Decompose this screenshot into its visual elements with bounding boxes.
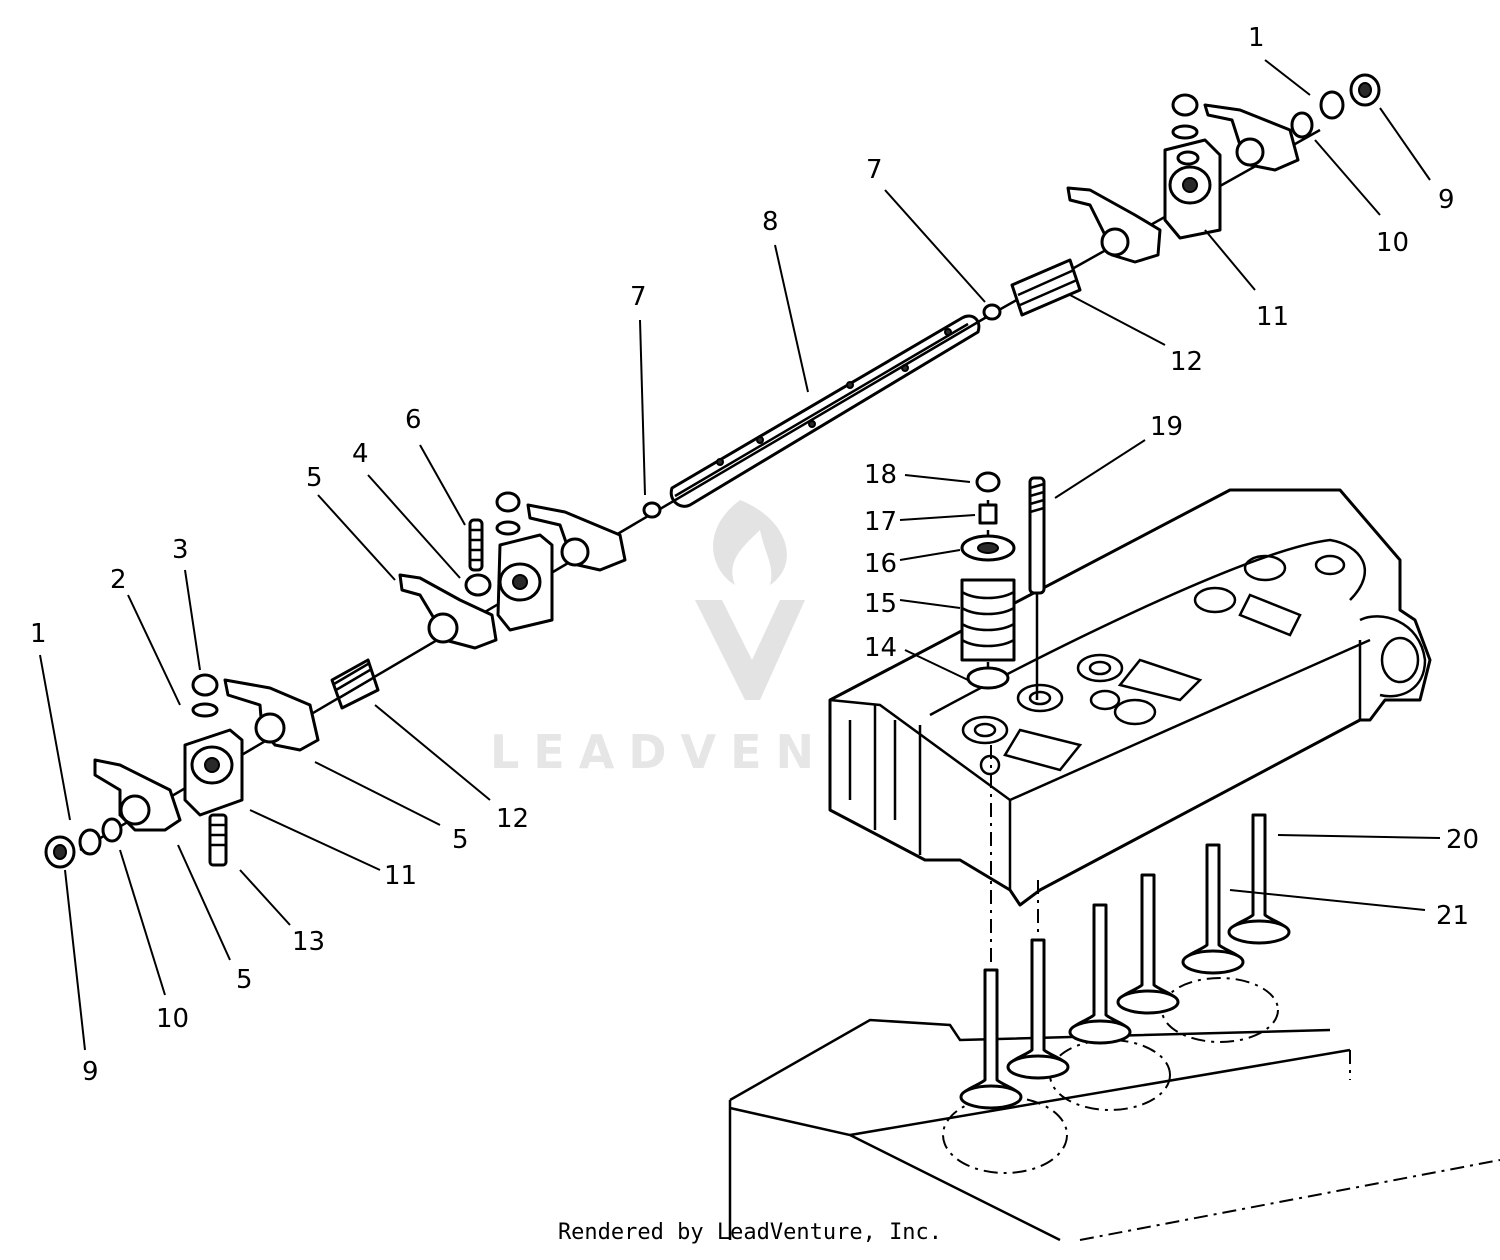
engine-block <box>728 977 1500 1242</box>
callout-7-left: 7 <box>630 282 647 312</box>
valve-6 <box>1227 813 1291 945</box>
callout-5-lower: 5 <box>236 965 253 995</box>
valve-3 <box>1068 903 1132 1045</box>
push-rod <box>1028 476 1046 700</box>
callout-1-left: 1 <box>30 619 47 649</box>
callout-10-left: 10 <box>156 1004 189 1034</box>
valves <box>959 745 1291 1110</box>
callout-5-mid: 5 <box>452 825 469 855</box>
valve-1 <box>959 968 1023 1110</box>
callout-9-right: 9 <box>1438 185 1455 215</box>
cylinder-head <box>828 488 1432 907</box>
callout-11-left: 11 <box>384 861 417 891</box>
callout-5-upper: 5 <box>306 463 323 493</box>
callout-11-right: 11 <box>1256 302 1289 332</box>
callouts: 1 2 3 4 5 5 5 6 7 7 8 9 9 10 10 11 11 12… <box>30 23 1479 1087</box>
callout-12-left: 12 <box>496 804 529 834</box>
callout-18: 18 <box>864 460 897 490</box>
callout-8: 8 <box>762 207 779 237</box>
valve-2 <box>1006 938 1070 1080</box>
callout-15: 15 <box>864 589 897 619</box>
valve-5 <box>1181 843 1245 975</box>
callout-3: 3 <box>172 535 189 565</box>
callout-1-right: 1 <box>1248 23 1265 53</box>
callout-2: 2 <box>110 565 127 595</box>
callout-14: 14 <box>864 633 897 663</box>
valve-4 <box>1116 873 1180 1015</box>
callout-17: 17 <box>864 507 897 537</box>
callout-6: 6 <box>405 405 422 435</box>
callout-12-right: 12 <box>1170 347 1203 377</box>
left-rocker-assembly <box>44 491 627 869</box>
callout-4: 4 <box>352 439 369 469</box>
right-rocker-assembly <box>1066 73 1381 264</box>
callout-9-left: 9 <box>82 1057 99 1087</box>
callout-16: 16 <box>864 549 897 579</box>
callout-20: 20 <box>1446 825 1479 855</box>
shaft-plugs <box>642 303 1002 519</box>
callout-7-right: 7 <box>866 155 883 185</box>
callout-19: 19 <box>1150 412 1183 442</box>
leader-lines <box>39 59 1441 1051</box>
valve-spring-stack <box>960 471 1016 690</box>
callout-13: 13 <box>292 927 325 957</box>
render-credit: Rendered by LeadVenture, Inc. <box>557 1220 943 1245</box>
callout-21: 21 <box>1436 901 1469 931</box>
callout-10-right: 10 <box>1376 228 1409 258</box>
shaft-springs <box>330 258 1082 710</box>
